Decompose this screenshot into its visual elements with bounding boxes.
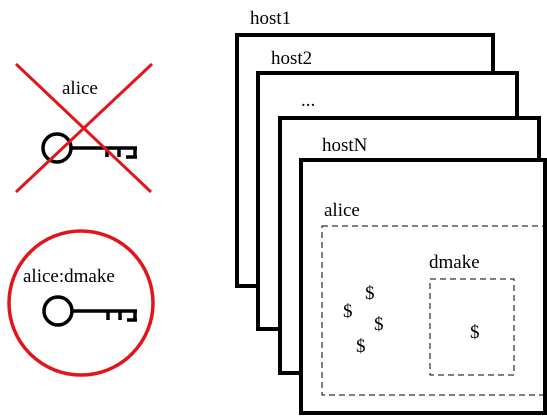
scoped-key-group: alice:dmake	[7, 229, 155, 377]
scoped-dollar-symbol: $	[470, 322, 480, 343]
revoked-key-owner-label: alice	[62, 78, 98, 99]
key-icon	[42, 295, 137, 327]
host-stack-label-4: hostN	[322, 135, 368, 156]
scoped-dashed-box	[429, 278, 515, 376]
user-dollar-symbol: $	[365, 283, 375, 304]
host-stack-label-2: host2	[271, 48, 312, 69]
scoped-box-label: dmake	[429, 252, 480, 273]
host-stack-label-3: ...	[301, 90, 315, 111]
user-dollar-symbol: $	[374, 314, 384, 335]
user-dashed-box	[321, 225, 545, 396]
user-dollar-symbol: $	[356, 336, 366, 357]
key-icon	[41, 132, 137, 164]
red-circle-icon	[7, 229, 155, 377]
user-dollar-symbol: $	[343, 301, 353, 322]
revoked-key-group: alice	[14, 62, 154, 194]
scoped-key-owner-label: alice:dmake	[23, 266, 115, 287]
host-window-n	[299, 158, 547, 415]
user-box-label: alice	[324, 200, 360, 221]
host-stack-label-1: host1	[250, 8, 291, 29]
red-x-cross-icon	[14, 62, 154, 194]
host-stack: host1 host2 ... hostN alice $ $ $ $ dmak…	[235, 8, 547, 415]
